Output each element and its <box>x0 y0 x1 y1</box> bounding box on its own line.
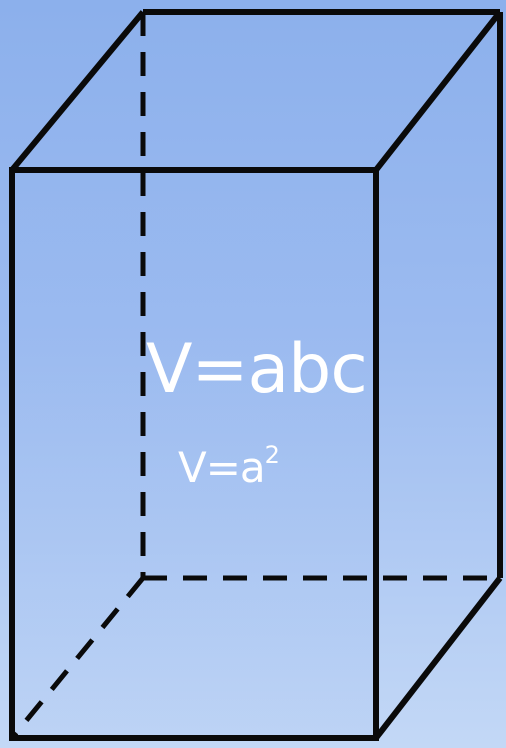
cube-volume-formula-exponent: 2 <box>264 441 280 469</box>
cube-volume-formula: V=a2 <box>178 443 280 489</box>
bottom-right-edge <box>373 576 503 740</box>
cube-volume-formula-base: V=a <box>178 443 266 492</box>
front-face <box>9 167 379 741</box>
top-left-edge <box>9 10 146 172</box>
volume-formula-text: V=abc <box>146 330 368 409</box>
visible-edges <box>9 9 503 741</box>
hidden-edge-bottom-diagonal <box>10 576 145 740</box>
front-face-shade <box>12 170 376 738</box>
hidden-edges <box>10 12 500 740</box>
volume-formula: V=abc <box>146 336 368 404</box>
top-right-edge <box>373 10 503 172</box>
